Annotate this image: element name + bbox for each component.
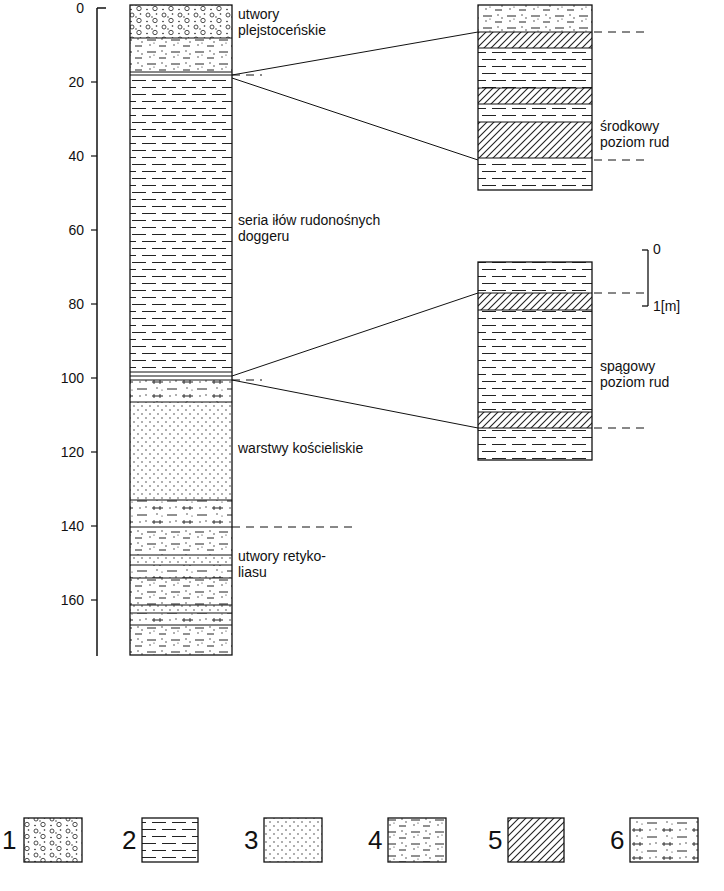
legend-number: 6 <box>610 825 624 855</box>
depth-tick-label: 20 <box>30 74 84 90</box>
depth-tick-label: 40 <box>30 148 84 164</box>
scale-label: 0 <box>653 241 693 257</box>
depth-tick-label: 60 <box>30 222 84 238</box>
ore-horizon-label: środkowy poziom rud <box>600 118 684 150</box>
legend-number: 2 <box>122 825 136 855</box>
scale-label: 1[m] <box>653 298 713 314</box>
depth-tick-label: 100 <box>30 370 84 386</box>
depth-tick-label: 0 <box>30 0 84 16</box>
unit-label: seria iłów rudonośnych doggeru <box>238 212 383 244</box>
unit-label: warstwy kościeliskie <box>238 440 438 456</box>
depth-tick-label: 140 <box>30 518 84 534</box>
depth-tick-label: 160 <box>30 592 84 608</box>
depth-tick-label: 80 <box>30 296 84 312</box>
legend-number: 4 <box>368 825 382 855</box>
depth-tick-label: 120 <box>30 444 84 460</box>
legend-number: 5 <box>488 825 502 855</box>
ore-horizon-label: spągowy poziom rud <box>600 358 684 390</box>
legend-number: 1 <box>2 825 16 855</box>
legend-number: 3 <box>244 825 258 855</box>
unit-label: utwory retyko-liasu <box>238 548 338 580</box>
unit-label: utwory plejstoceńskie <box>238 6 348 38</box>
